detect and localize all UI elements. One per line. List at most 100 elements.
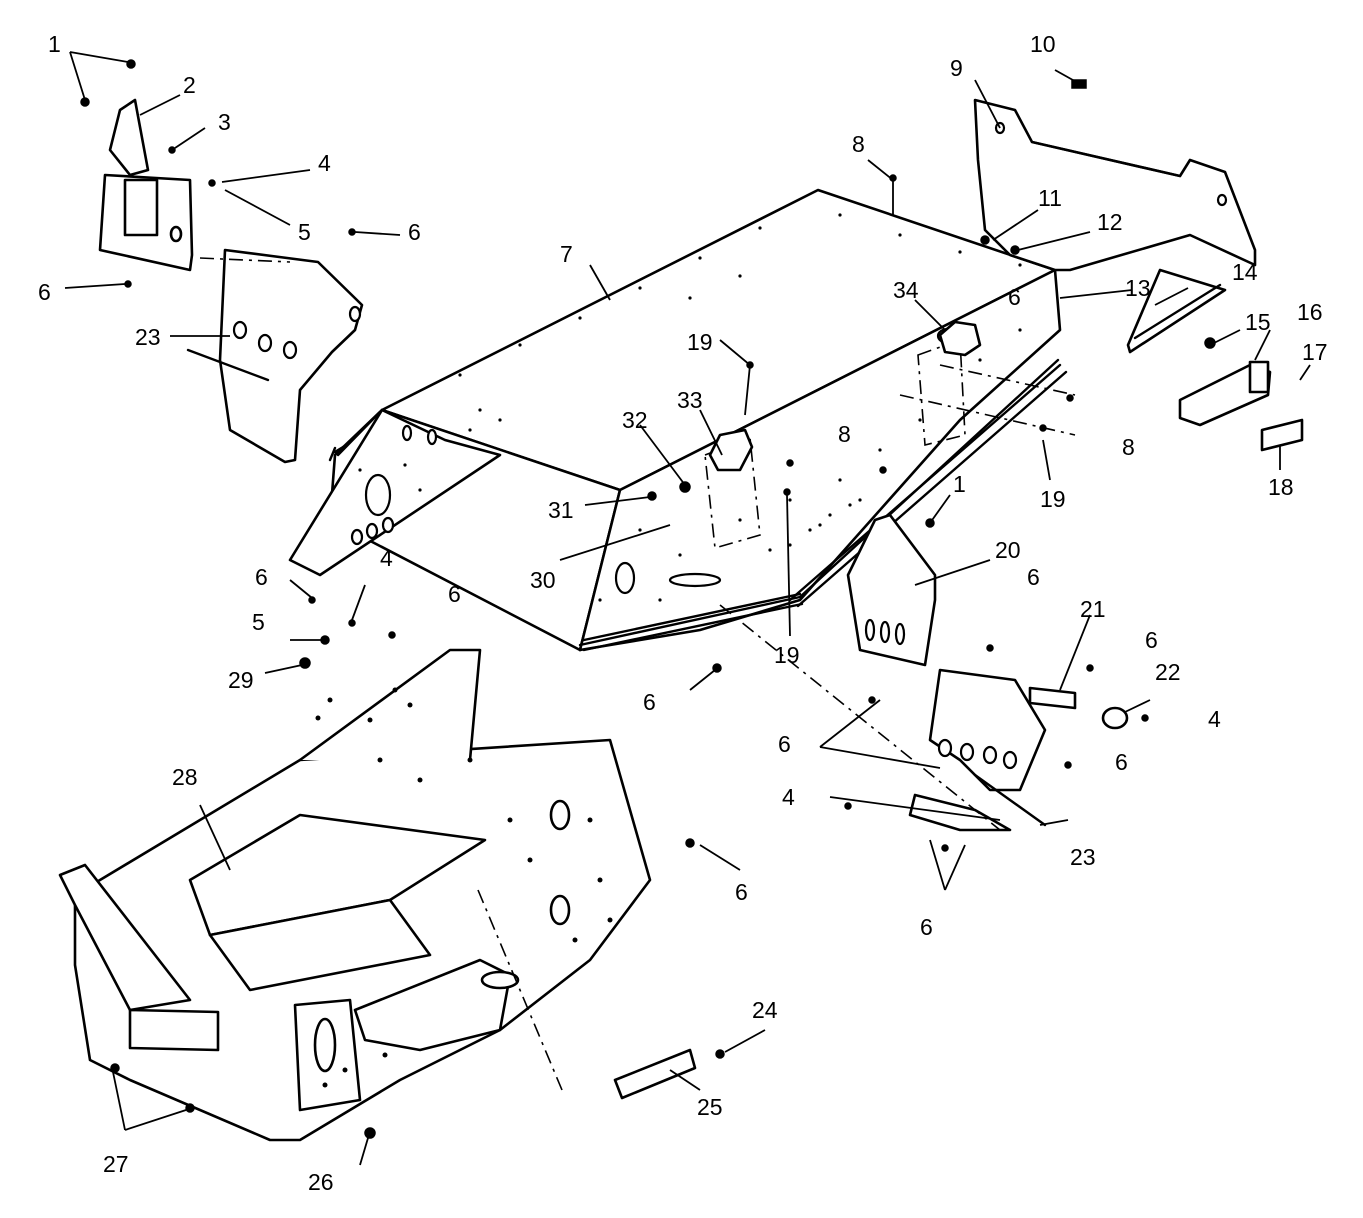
- callout-label: 34: [893, 277, 919, 303]
- fastener-32: [679, 481, 691, 493]
- fastener-24: [715, 1049, 725, 1059]
- hitch-bracket-part-16: [1178, 360, 1272, 427]
- callout-label: 6: [1027, 564, 1040, 590]
- fastener-19: [1039, 424, 1047, 432]
- fastener-27: [110, 1063, 120, 1073]
- callout-label: 27: [103, 1151, 129, 1177]
- rear-bumper-part-9: [973, 98, 1257, 272]
- callout-label: 6: [38, 279, 51, 305]
- callout-label: 31: [548, 497, 574, 523]
- callout-label: 8: [1122, 434, 1135, 460]
- fastener-6: [1086, 664, 1094, 672]
- fastener-26: [364, 1127, 376, 1139]
- callout-label: 24: [752, 997, 778, 1023]
- callout-label: 21: [1080, 596, 1106, 622]
- callout-label: 33: [677, 387, 703, 413]
- callout-label: 30: [530, 567, 556, 593]
- callout-label: 5: [298, 219, 311, 245]
- callout-label: 2: [183, 72, 196, 98]
- callout-label: 22: [1155, 659, 1181, 685]
- callout-label: 19: [774, 642, 800, 668]
- callout-label: 13: [1125, 275, 1151, 301]
- fastener-19: [783, 488, 791, 496]
- fastener-6: [1064, 761, 1072, 769]
- callout-label: 4: [1208, 706, 1221, 732]
- callout-label: 8: [852, 131, 865, 157]
- fastener-3: [168, 146, 176, 154]
- callout-label: 4: [318, 150, 331, 176]
- front-bracket-part-23-right: [908, 668, 1047, 832]
- callout-label: 29: [228, 667, 254, 693]
- callout-label: 28: [172, 764, 198, 790]
- callout-label: 19: [687, 329, 713, 355]
- callout-label: 26: [308, 1169, 334, 1195]
- callout-label: 16: [1297, 299, 1323, 325]
- bracket-part-21: [1028, 686, 1077, 710]
- callout-label: 4: [782, 784, 795, 810]
- callout-labels: 1 2 3 4 5 6 6 7 8 9 10 11 12 13 14 15 16…: [38, 31, 1328, 1195]
- fastener-6: [986, 644, 994, 652]
- callout-label: 4: [380, 545, 393, 571]
- callout-label: 23: [135, 324, 161, 350]
- fastener-6: [941, 844, 949, 852]
- fastener-1: [126, 59, 136, 69]
- callout-label: 15: [1245, 309, 1271, 335]
- callout-label: 23: [1070, 844, 1096, 870]
- fastener-4: [844, 802, 852, 810]
- callout-label: 18: [1268, 474, 1294, 500]
- fastener-15: [1204, 337, 1216, 349]
- fastener-8: [786, 459, 794, 467]
- fastener-8: [1066, 394, 1074, 402]
- callout-label: 6: [1008, 284, 1021, 310]
- callout-label: 6: [778, 731, 791, 757]
- fastener-6: [868, 696, 876, 704]
- fastener-5: [320, 635, 330, 645]
- callout-label: 3: [218, 109, 231, 135]
- fasteners: [80, 59, 1216, 1139]
- callout-label: 1: [48, 31, 61, 57]
- callout-label: 6: [255, 564, 268, 590]
- front-bracket-part-23-left: [186, 248, 364, 464]
- callout-label: 14: [1232, 259, 1258, 285]
- callout-label: 12: [1097, 209, 1123, 235]
- leader-lines: [64, 51, 1311, 1166]
- callout-label: 6: [643, 689, 656, 715]
- callout-label: 6: [448, 581, 461, 607]
- callout-label: 6: [735, 879, 748, 905]
- fastener-6: [388, 631, 396, 639]
- fastener-4: [1141, 714, 1149, 722]
- angle-bracket-part-25: [613, 1048, 697, 1100]
- callout-label: 6: [920, 914, 933, 940]
- callout-label: 20: [995, 537, 1021, 563]
- callout-label: 25: [697, 1094, 723, 1120]
- callout-label: 8: [838, 421, 851, 447]
- callout-label: 5: [252, 609, 265, 635]
- fastener-27: [185, 1103, 195, 1113]
- hitch-rail-part-14: [1126, 268, 1227, 354]
- callout-label: 6: [1145, 627, 1158, 653]
- callout-label: 32: [622, 407, 648, 433]
- decal-part-18: [1260, 418, 1304, 452]
- callout-label: 6: [408, 219, 421, 245]
- callout-label: 1: [953, 471, 966, 497]
- fastener-6: [685, 838, 695, 848]
- fastener-1: [879, 466, 887, 474]
- fastener-11: [980, 235, 990, 245]
- callout-label: 11: [1038, 185, 1062, 211]
- callout-label: 6: [1115, 749, 1128, 775]
- bumper-part-22: [1101, 706, 1129, 730]
- callout-label: 19: [1040, 486, 1066, 512]
- callout-label: 10: [1030, 31, 1056, 57]
- steering-bracket-part-2: [98, 98, 194, 272]
- fastener-31: [647, 491, 657, 501]
- callout-label: 9: [950, 55, 963, 81]
- front-frame-part-28: [58, 648, 652, 1142]
- tunnel-part-7: [288, 188, 1068, 652]
- callout-label: 17: [1302, 339, 1328, 365]
- callout-label: 7: [560, 241, 573, 267]
- steering-bracket-part-20: [846, 513, 937, 667]
- fastener-6: [124, 280, 132, 288]
- fastener-4: [348, 619, 356, 627]
- fastener-6: [348, 228, 356, 236]
